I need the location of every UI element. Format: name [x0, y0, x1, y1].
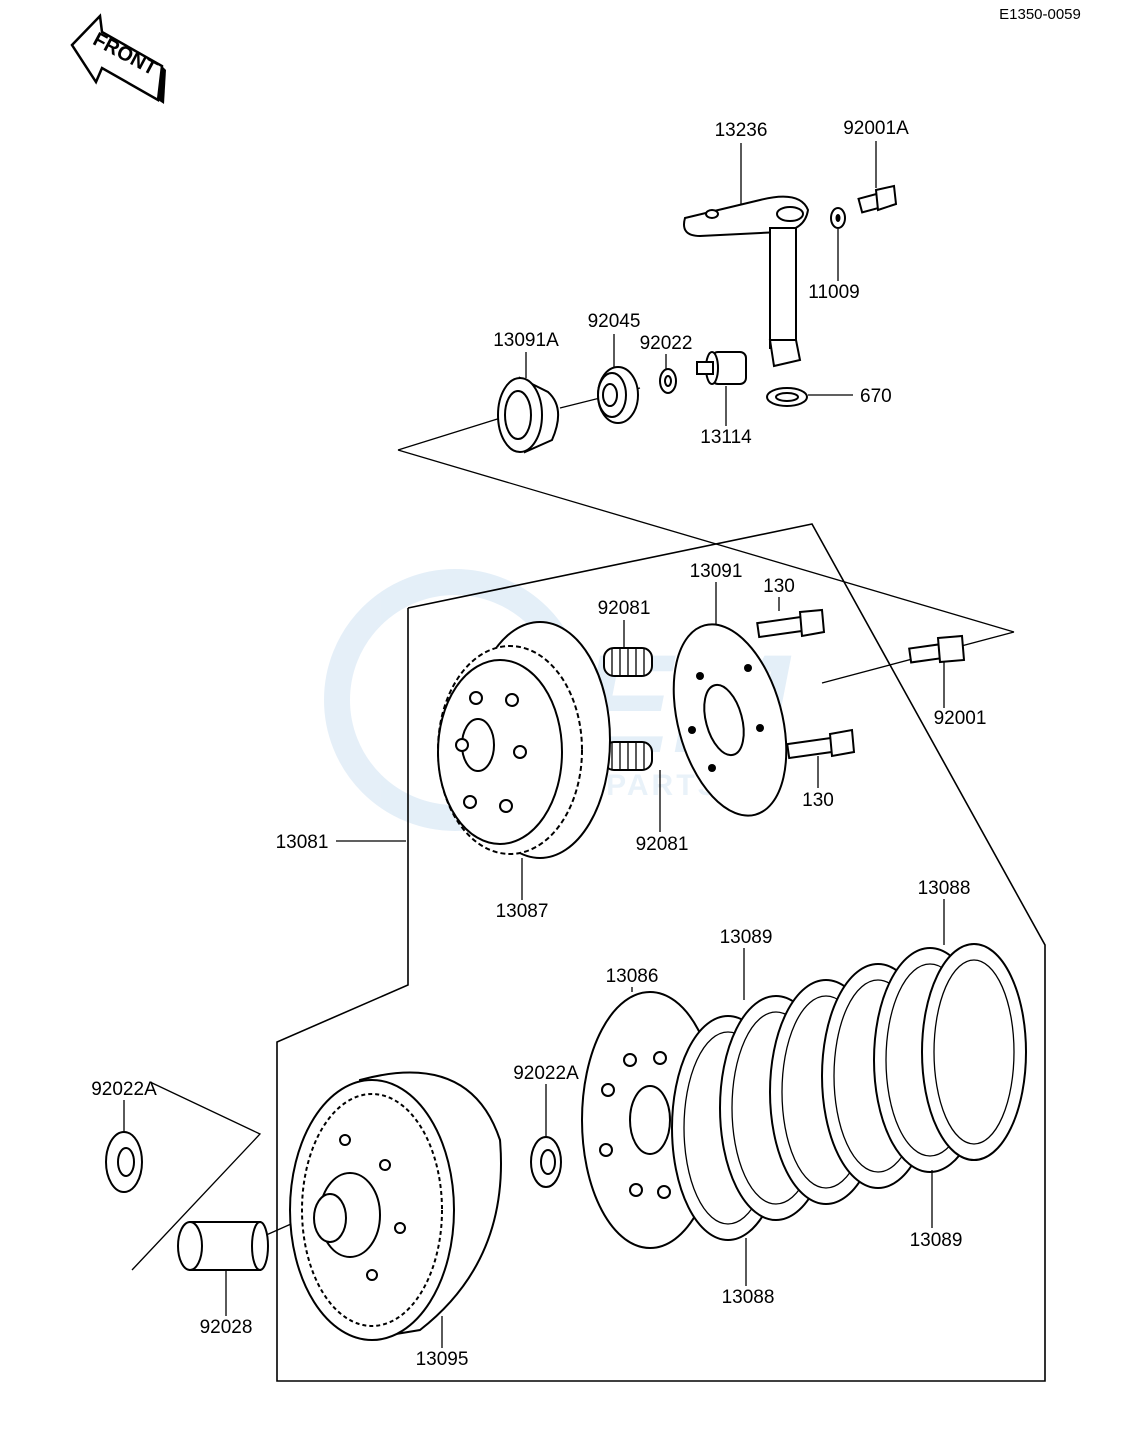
label-92001: 92001 [934, 708, 987, 729]
pusher-13114 [696, 351, 747, 385]
label-13081: 13081 [276, 832, 329, 853]
label-92081-upper: 92081 [598, 598, 651, 619]
bolt-130-lower [786, 728, 856, 760]
clutch-housing-13095 [289, 1071, 502, 1341]
label-13236: 13236 [715, 120, 768, 141]
label-11009: 11009 [808, 282, 859, 303]
spring-92081-upper [603, 647, 653, 677]
label-13088-lower: 13088 [722, 1287, 775, 1308]
label-130-lower: 130 [802, 790, 834, 811]
washer-670-hole [775, 392, 799, 402]
label-130-upper: 130 [763, 576, 795, 597]
label-13091A: 13091A [493, 330, 559, 351]
release-lever-13236 [683, 195, 810, 368]
bolt-92001A [857, 184, 898, 214]
label-13089-lower: 13089 [910, 1230, 963, 1251]
label-13086: 13086 [606, 966, 659, 987]
label-13087: 13087 [496, 901, 549, 922]
pressure-plate-13091 [672, 623, 788, 817]
label-92045: 92045 [588, 311, 641, 332]
washer-92022A-left [105, 1131, 143, 1193]
label-13089-upper: 13089 [720, 927, 773, 948]
front-arrow-icon: FRONT [70, 13, 166, 104]
label-13088-upper: 13088 [918, 878, 971, 899]
label-13095: 13095 [416, 1349, 469, 1370]
clutch-hub-13087 [437, 621, 611, 859]
sleeve-92028 [177, 1221, 269, 1271]
holder-13091A [497, 376, 559, 454]
bolt-92001 [908, 634, 966, 664]
leader-lines [123, 141, 945, 1348]
label-92022A-right: 92022A [513, 1063, 579, 1084]
label-92022A-left: 92022A [91, 1079, 157, 1100]
assembly-boundary [276, 523, 1046, 1382]
label-92028: 92028 [200, 1317, 253, 1338]
spring-92081-lower [603, 741, 653, 771]
washer-92022-hole [664, 375, 672, 387]
bolt-130-upper [756, 608, 826, 639]
diagram-code: E1350-0059 [999, 6, 1081, 23]
label-92022: 92022 [640, 333, 693, 354]
label-13114: 13114 [700, 427, 752, 448]
label-670: 670 [860, 386, 892, 407]
label-92081-lower: 92081 [636, 834, 689, 855]
washer-92022A-right [530, 1136, 562, 1188]
label-13091: 13091 [690, 561, 743, 582]
washer-11009-hole [835, 214, 841, 222]
bearing-92045 [597, 366, 639, 424]
clutch-plate-stack [671, 943, 1027, 1241]
label-92001A: 92001A [843, 118, 909, 139]
